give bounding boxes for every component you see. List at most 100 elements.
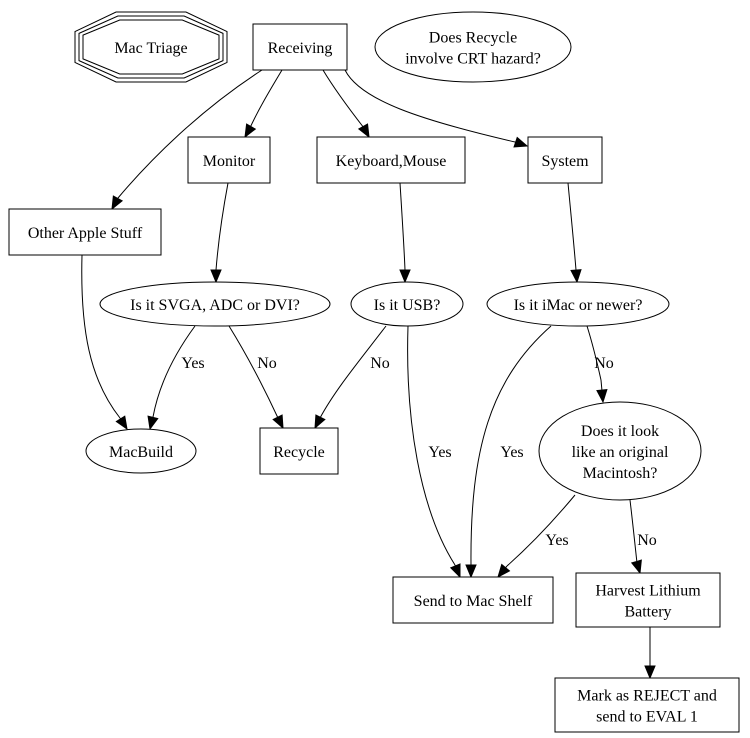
node-label: send to EVAL 1 (596, 709, 698, 726)
edge-line (567, 182, 577, 271)
edge-line (407, 325, 456, 566)
edge-receiving-to-keyboard-mouse (322, 69, 370, 139)
node-label: Keyboard,Mouse (336, 153, 447, 170)
nodes-layer: Mac Triage Receiving Does Recycle involve C… (8, 11, 740, 733)
node-ellipse (538, 401, 702, 501)
edge-line (344, 69, 516, 143)
node-usb-question: Is it USB? (350, 281, 464, 327)
node-system: System (527, 136, 603, 184)
node-label: Macintosh? (583, 465, 658, 482)
node-ellipse (85, 428, 197, 474)
node-label: Harvest Lithium (595, 583, 701, 600)
node-ellipse (374, 11, 572, 83)
edge-label: Yes (428, 444, 451, 461)
node-recycle: Recycle (259, 427, 339, 475)
edge-system-to-imac-question (567, 182, 582, 284)
edge-line-tail (600, 379, 603, 391)
node-label: involve CRT hazard? (405, 51, 541, 68)
arrowhead-icon (111, 195, 124, 211)
node-label: MacBuild (109, 444, 173, 461)
node-label: Does Recycle (429, 30, 517, 47)
edge-label: Yes (181, 355, 204, 372)
arrowhead-icon (244, 123, 257, 139)
edge-receiving-to-monitor (244, 69, 283, 139)
arrowhead-icon (357, 123, 370, 139)
node-send-mac-shelf: Send to Mac Shelf (392, 576, 554, 624)
node-box (316, 136, 466, 184)
node-keyboard-mouse: Keyboard,Mouse (316, 136, 466, 184)
edge-label: No (257, 355, 277, 372)
node-label: Is it USB? (374, 297, 441, 314)
edge-line (248, 69, 283, 131)
edge-svga-question-to-recycle: No (228, 325, 284, 430)
node-box (259, 427, 339, 475)
edge-line (470, 325, 552, 566)
edge-monitor-to-svga-question (210, 182, 229, 284)
node-box (8, 208, 162, 256)
node-receiving: Receiving (252, 23, 348, 71)
arrowhead-icon (115, 415, 128, 431)
edge-label: No (370, 355, 390, 372)
octagon-ring-3 (82, 19, 220, 75)
edge-line (215, 182, 229, 271)
edge-svga-question-to-macbuild: Yes (147, 325, 205, 431)
arrowhead-icon (399, 269, 411, 284)
node-label: System (541, 153, 589, 170)
edge-line (586, 325, 602, 381)
node-label: Mac Triage (114, 40, 187, 57)
edge-line (322, 69, 365, 129)
node-mac-triage: Mac Triage (74, 11, 228, 83)
arrowhead-icon (497, 563, 511, 579)
edge-line (629, 499, 638, 564)
edge-imac-question-to-send-mac-shelf: Yes (465, 325, 552, 579)
arrowhead-icon (513, 136, 529, 148)
arrowhead-icon (465, 564, 477, 579)
edge-line (506, 494, 576, 567)
node-label: Is it SVGA, ADC or DVI? (130, 297, 300, 314)
node-macbuild: MacBuild (85, 428, 197, 474)
arrowhead-icon (630, 559, 642, 575)
arrowhead-icon (570, 269, 582, 284)
node-label: Other Apple Stuff (28, 225, 143, 242)
node-imac-question: Is it iMac or newer? (486, 281, 670, 327)
node-box (252, 23, 348, 71)
arrowhead-icon (644, 665, 656, 680)
edge-label: No (637, 532, 657, 549)
arrowhead-icon (272, 414, 284, 430)
node-label: Receiving (268, 40, 333, 57)
edge-line (228, 325, 279, 419)
node-box (527, 136, 603, 184)
node-box (187, 136, 271, 184)
node-monitor: Monitor (187, 136, 271, 184)
node-label: like an original (572, 444, 669, 461)
node-label: Battery (624, 604, 671, 621)
edge-receiving-to-other-apple (111, 69, 263, 211)
edge-receiving-to-system (344, 69, 529, 148)
edge-original-mac-question-to-send-mac-shelf: Yes (497, 494, 576, 579)
node-box (575, 572, 721, 628)
edge-imac-question-to-original-mac-question: No (586, 325, 614, 404)
node-ellipse (486, 281, 670, 327)
arrowhead-icon (314, 414, 326, 430)
node-other-apple: Other Apple Stuff (8, 208, 162, 256)
edge-original-mac-question-to-harvest-battery: No (629, 499, 657, 575)
node-svga-question: Is it SVGA, ADC or DVI? (99, 281, 331, 327)
node-label: Recycle (273, 444, 325, 461)
edge-line (152, 325, 196, 418)
edge-line (319, 325, 387, 419)
node-label: Monitor (203, 153, 256, 170)
node-ellipse (350, 281, 464, 327)
edge-usb-question-to-send-mac-shelf: Yes (407, 325, 461, 579)
node-label: Does it look (581, 423, 659, 440)
arrowhead-icon (596, 389, 608, 404)
arrowhead-icon (147, 415, 159, 431)
node-box (392, 576, 554, 624)
arrowhead-icon (449, 563, 461, 579)
edge-label: Yes (500, 444, 523, 461)
edge-label: No (594, 355, 614, 372)
